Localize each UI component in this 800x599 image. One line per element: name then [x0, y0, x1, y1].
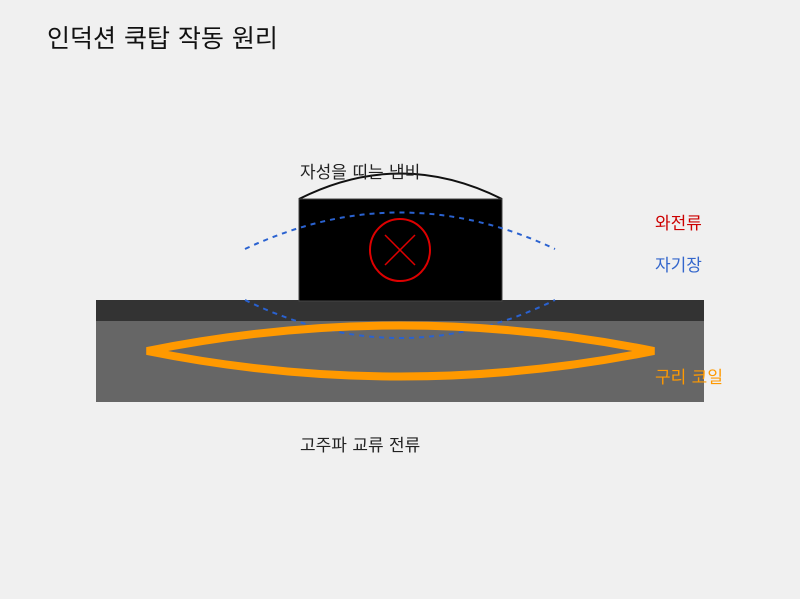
diagram-title: 인덕션 쿡탑 작동 원리: [47, 24, 278, 53]
eddy-current-label: 와전류: [655, 214, 702, 234]
magnetic-field-label: 자기장: [655, 256, 702, 276]
copper-coil: [146, 321, 655, 381]
hf-ac-current-label: 고주파 교류 전류: [300, 436, 420, 456]
copper-coil-label: 구리 코일: [655, 368, 723, 388]
cooktop-glass-surface: [96, 300, 704, 321]
pot-label: 자성을 띠는 냄비: [300, 163, 420, 183]
eddy-current-cross-line: [384, 234, 416, 266]
magnetic-field-line-upper: [244, 211, 556, 250]
pot-lid-arc: [298, 172, 503, 200]
eddy-current-icon: [369, 218, 431, 282]
magnetic-field-line-lower: [244, 299, 556, 339]
